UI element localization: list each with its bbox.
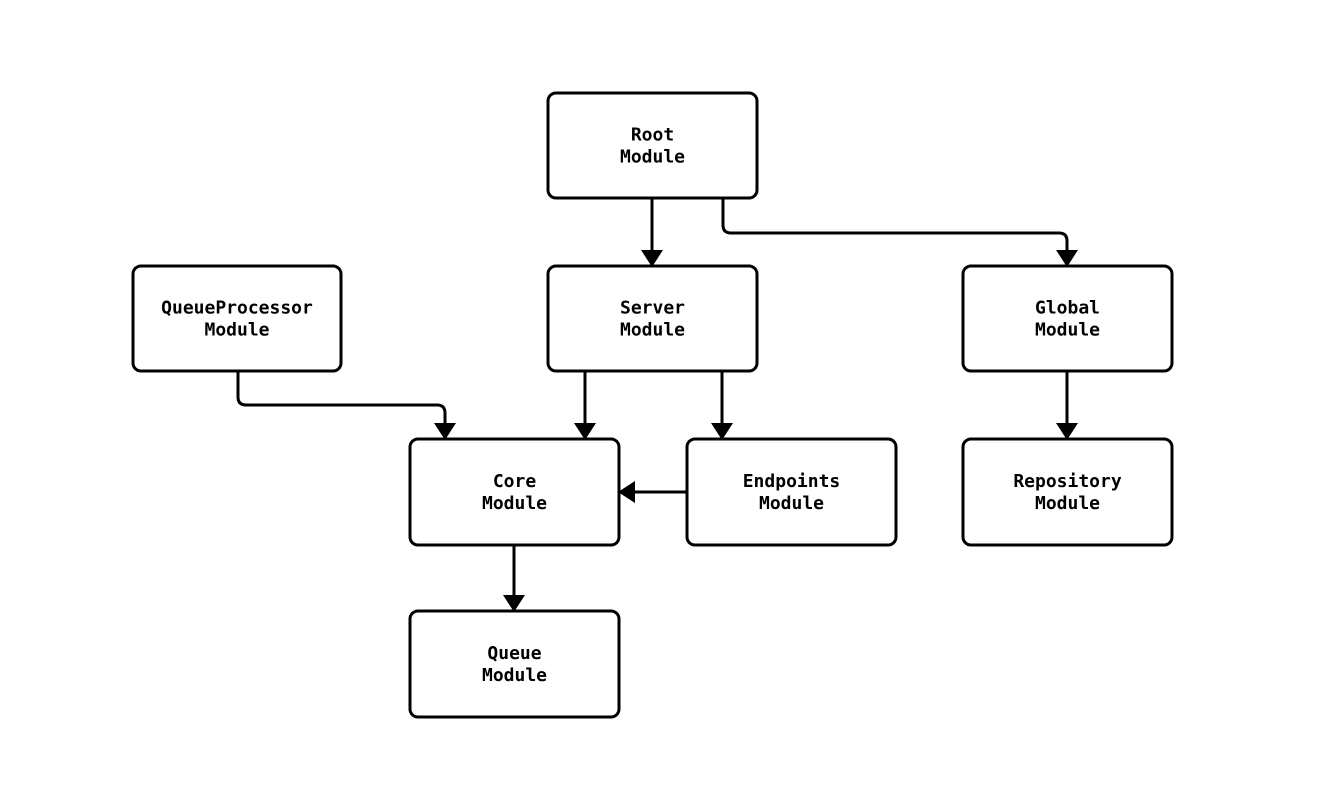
node-queue-processor-box [131, 264, 343, 373]
node-repository-box [961, 437, 1174, 547]
node-endpoints-box [685, 437, 898, 547]
node-server-box [546, 264, 759, 373]
node-global-box [961, 264, 1174, 373]
node-queue-box [408, 609, 621, 719]
edge-root-to-global [721, 198, 1078, 267]
edge-queue-processor-to-core [236, 371, 456, 440]
edge-layer [236, 198, 1078, 612]
node-core-box [408, 437, 621, 547]
node-root-box [546, 91, 759, 200]
